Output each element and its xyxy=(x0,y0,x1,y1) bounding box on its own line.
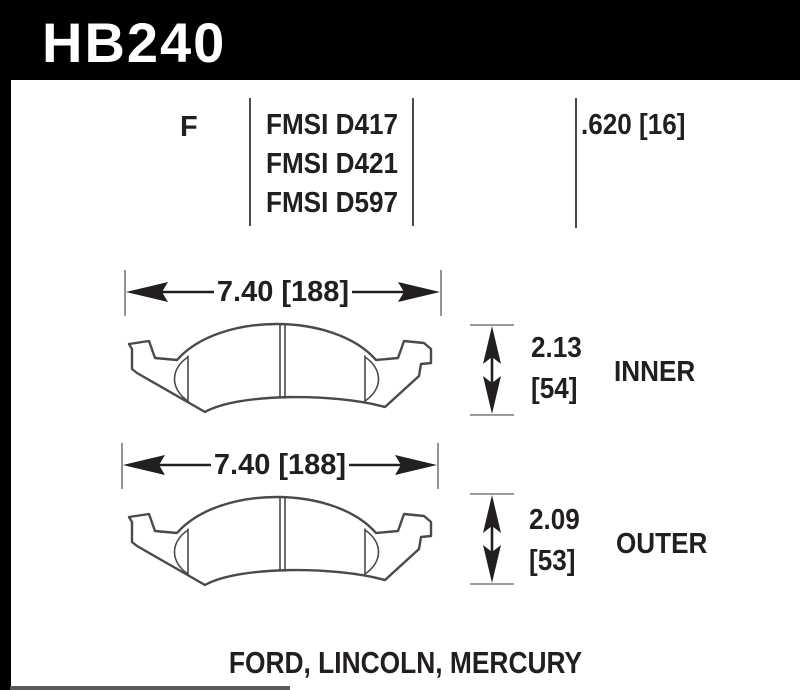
fmsi-item: FMSI D597 xyxy=(266,187,399,219)
thickness-dimension-arrow xyxy=(470,493,514,585)
fmsi-item: FMSI D421 xyxy=(266,148,399,180)
column-divider xyxy=(575,98,577,228)
thickness-dimension-arrow xyxy=(470,324,514,416)
width-dimension-label: 7.40 [188] xyxy=(213,449,347,481)
width-dimension-arrow xyxy=(124,270,442,316)
height-dimension-bracket: [53] xyxy=(529,545,576,577)
left-edge-bar xyxy=(0,0,11,690)
width-dimension-label: 7.40 [188] xyxy=(216,276,350,308)
pad-position-label: INNER xyxy=(614,356,696,388)
height-dimension-value: 2.09 xyxy=(529,504,580,536)
thickness-value: .620 [16] xyxy=(581,109,686,141)
width-dimension-arrow xyxy=(121,443,439,489)
pad-position-label: OUTER xyxy=(616,528,708,560)
vehicle-applications: FORD, LINCOLN, MERCURY xyxy=(228,645,583,680)
cropped-next-section-edge xyxy=(10,686,290,690)
height-dimension-bracket: [54] xyxy=(531,373,578,405)
brake-pad-inner-diagram xyxy=(127,322,433,414)
fmsi-item: FMSI D417 xyxy=(266,109,399,141)
part-number-title: HB240 xyxy=(42,11,227,74)
brake-pad-outer-diagram xyxy=(127,495,433,587)
top-bar xyxy=(0,0,800,80)
column-divider xyxy=(412,98,414,226)
fmsi-list: FMSI D417 FMSI D421 FMSI D597 xyxy=(266,106,413,223)
column-divider xyxy=(249,98,251,226)
compound-code: F xyxy=(180,111,198,143)
height-dimension-value: 2.13 xyxy=(531,332,582,364)
